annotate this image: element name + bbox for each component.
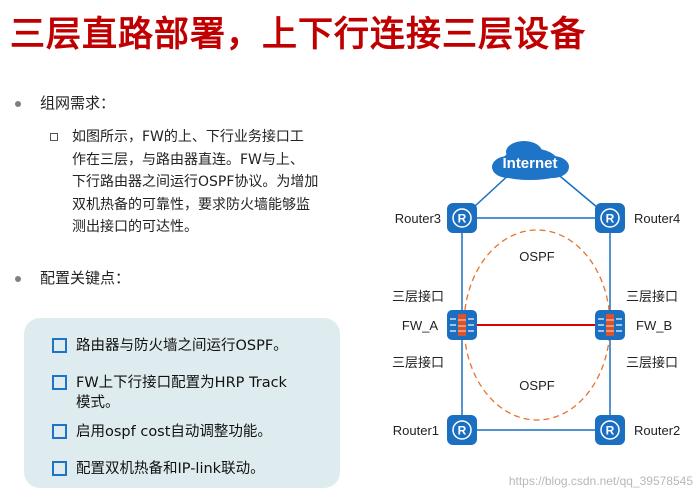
svg-text:R: R [458, 212, 467, 226]
router3-icon: R [447, 203, 477, 233]
keypoint-text: 模式。 [76, 395, 120, 411]
checkbox-icon [52, 338, 67, 353]
sub-bullet-square [50, 133, 58, 141]
checkbox-icon [52, 461, 67, 476]
keypoints-box: 路由器与防火墙之间运行OSPF。 FW上下行接口配置为HRP Track 模式。… [24, 318, 340, 488]
requirements-text: 如图所示，FW的上、下行业务接口工 作在三层，与路由器直连。FW与上、 下行路由… [72, 126, 362, 239]
internet-label: Internet [502, 155, 557, 172]
checkbox-icon [52, 424, 67, 439]
requirements-line: 下行路由器之间运行OSPF协议。为增加 [72, 174, 319, 190]
requirements-line: 作在三层，与路由器直连。FW与上、 [72, 151, 304, 168]
keypoint-text: 配置双机热备和IP-link联动。 [76, 461, 265, 477]
ospf-bottom-label: OSPF [519, 378, 554, 393]
internet-cloud-icon [492, 141, 569, 180]
router4-label: Router4 [634, 211, 680, 226]
router2-icon: R [595, 415, 625, 445]
keypoint-text: FW上下行接口配置为HRP Track [76, 375, 287, 391]
firewall-a-icon [447, 310, 477, 340]
checkbox-icon [52, 375, 67, 390]
fw-b-label: FW_B [636, 318, 672, 333]
router1-icon: R [447, 415, 477, 445]
requirements-line: 双机热备的可靠性，要求防火墙能够监 [72, 196, 310, 213]
router2-label: Router2 [634, 423, 680, 438]
requirements-heading: 组网需求： [40, 94, 116, 112]
l3-interface-label: 三层接口 [626, 355, 678, 370]
firewall-b-icon [595, 310, 625, 340]
keypoints-heading: 配置关键点： [40, 269, 131, 287]
bullet-dot [15, 276, 21, 282]
keypoint-text: 路由器与防火墙之间运行OSPF。 [76, 338, 288, 354]
ospf-top-label: OSPF [519, 249, 554, 264]
svg-text:R: R [606, 212, 615, 226]
requirements-line: 如图所示，FW的上、下行业务接口工 [72, 129, 304, 145]
fw-a-label: FW_A [402, 318, 438, 333]
keypoint-text: 启用ospf cost自动调整功能。 [76, 424, 272, 440]
l3-interface-label: 三层接口 [392, 355, 444, 370]
router3-label: Router3 [395, 211, 441, 226]
l3-interface-label: 三层接口 [626, 289, 678, 304]
l3-interface-label: 三层接口 [392, 289, 444, 304]
bullet-dot [15, 101, 21, 107]
router1-label: Router1 [393, 423, 439, 438]
router4-icon: R [595, 203, 625, 233]
page-title: 三层直路部署，上下行连接三层设备 [10, 15, 587, 55]
watermark: https://blog.csdn.net/qq_39578545 [509, 474, 693, 488]
svg-text:R: R [458, 424, 467, 438]
requirements-line: 测出接口的可达性。 [72, 219, 198, 235]
svg-text:R: R [606, 424, 615, 438]
